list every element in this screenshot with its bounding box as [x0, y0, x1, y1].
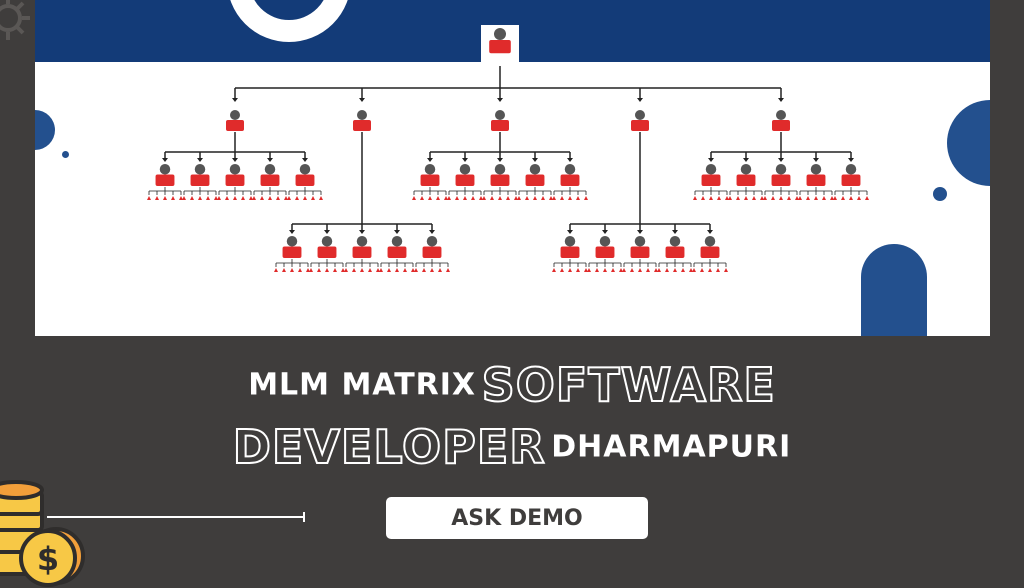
person-node-icon: [595, 236, 615, 259]
person-node-icon: [560, 164, 580, 187]
dot-right: [933, 187, 947, 201]
person-node-icon: [560, 236, 580, 259]
person-node-icon: [736, 164, 756, 187]
mlm-tree-diagram: [147, 25, 869, 272]
person-node-icon: [665, 236, 685, 259]
person-node-icon: [387, 236, 407, 259]
headline-line-1: MLM MATRIX SOFTWARE: [0, 357, 1024, 413]
headline-line-2: DEVELOPER DHARMAPURI: [0, 419, 1024, 475]
person-node-icon: [630, 236, 650, 259]
person-node-icon: [806, 164, 826, 187]
person-node-icon: [841, 164, 861, 187]
dollar-icon: $: [19, 527, 85, 587]
headline-mlm-matrix: MLM MATRIX: [248, 367, 477, 403]
svg-text:$: $: [37, 540, 59, 578]
person-node-icon: [190, 164, 210, 187]
coins-icon: $: [0, 480, 85, 587]
person-node-icon: [317, 236, 337, 259]
arch-shape: [861, 244, 927, 336]
decorative-line: [47, 512, 305, 522]
person-node-icon: [700, 236, 720, 259]
person-node-icon: [155, 164, 175, 187]
person-node-icon: [226, 110, 244, 131]
person-node-icon: [772, 110, 790, 131]
person-node-icon: [352, 236, 372, 259]
headline-dharmapuri: DHARMAPURI: [551, 429, 792, 465]
headline-developer: DEVELOPER: [232, 419, 546, 475]
person-node-icon: [489, 28, 511, 54]
headline-software: SOFTWARE: [481, 357, 776, 413]
person-node-icon: [525, 164, 545, 187]
person-node-icon: [490, 164, 510, 187]
person-node-icon: [422, 236, 442, 259]
person-node-icon: [353, 110, 371, 131]
ask-demo-button[interactable]: ASK DEMO: [386, 497, 648, 539]
dot-left: [62, 151, 69, 158]
diagram-panel: [35, 0, 990, 336]
gear-icon: [0, 0, 30, 40]
person-node-icon: [260, 164, 280, 187]
person-node-icon: [295, 164, 315, 187]
person-node-icon: [282, 236, 302, 259]
person-node-icon: [225, 164, 245, 187]
person-node-icon: [455, 164, 475, 187]
person-node-icon: [701, 164, 721, 187]
person-node-icon: [631, 110, 649, 131]
half-circle-left: [35, 110, 55, 150]
person-node-icon: [491, 110, 509, 131]
person-node-icon: [771, 164, 791, 187]
person-node-icon: [420, 164, 440, 187]
